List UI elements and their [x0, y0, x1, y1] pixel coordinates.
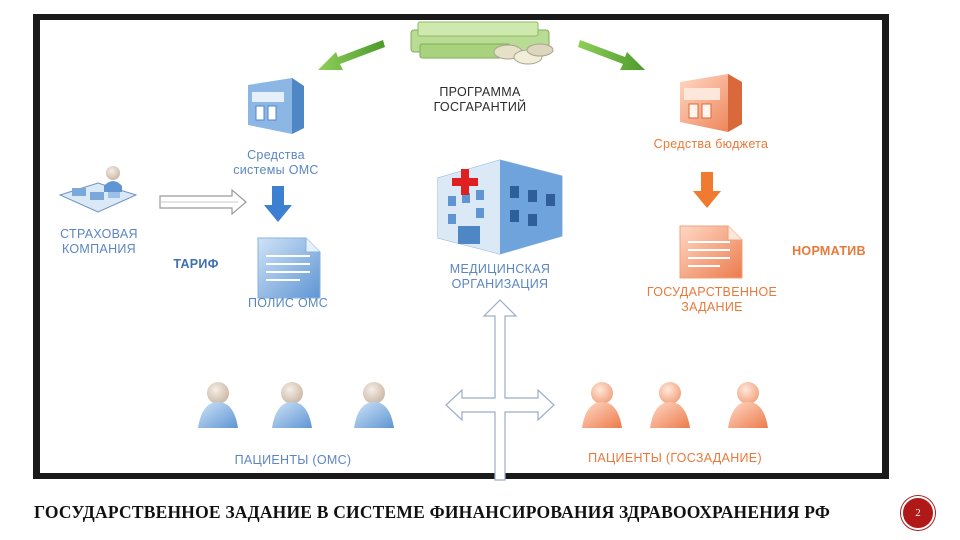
patient-oms-icon-1: [198, 382, 238, 428]
tariff-label: ТАРИФ: [166, 257, 226, 272]
oms-policy-label: ПОЛИС ОМС: [228, 296, 348, 311]
patient-oms-icon-2: [272, 382, 312, 428]
patient-oms-icon-3: [354, 382, 394, 428]
state-task-label: ГОСУДАРСТВЕННОЕ ЗАДАНИЕ: [622, 285, 802, 315]
budget-building-icon: [680, 74, 742, 132]
green-arrow-right-icon: [578, 40, 645, 70]
insurance-office-icon: [60, 166, 136, 212]
program-label: ПРОГРАММА ГОСГАРАНТИЙ: [415, 85, 545, 115]
page-number-badge: 2: [901, 496, 935, 530]
policy-document-icon: [258, 238, 320, 298]
patients-oms-label: ПАЦИЕНТЫ (ОМС): [208, 453, 378, 468]
double-arrow-right-icon: [160, 190, 246, 214]
four-way-arrow-icon: [446, 300, 554, 480]
patient-state-icon-3: [728, 382, 768, 428]
oms-fund-building-icon: [248, 78, 304, 134]
patients-state-label: ПАЦИЕНТЫ (ГОСЗАДАНИЕ): [560, 451, 790, 466]
state-task-document-icon: [680, 226, 742, 278]
budget-funds-label: Средства бюджета: [626, 137, 796, 152]
patient-state-icon-2: [650, 382, 690, 428]
patient-state-icon-1: [582, 382, 622, 428]
hospital-building-icon: [438, 160, 562, 254]
oms-funds-label: Средства системы ОМС: [216, 148, 336, 178]
insurance-company-label: СТРАХОВАЯ КОМПАНИЯ: [44, 227, 154, 257]
orange-down-arrow-icon: [693, 172, 721, 208]
norm-label: НОРМАТИВ: [776, 244, 882, 259]
slide-title: ГОСУДАРСТВЕННОЕ ЗАДАНИЕ В СИСТЕМЕ ФИНАНС…: [34, 502, 830, 523]
money-icon: [411, 22, 553, 64]
medical-organization-label: МЕДИЦИНСКАЯ ОРГАНИЗАЦИЯ: [430, 262, 570, 292]
blue-down-arrow-icon: [264, 186, 292, 222]
green-arrow-left-icon: [318, 40, 385, 70]
